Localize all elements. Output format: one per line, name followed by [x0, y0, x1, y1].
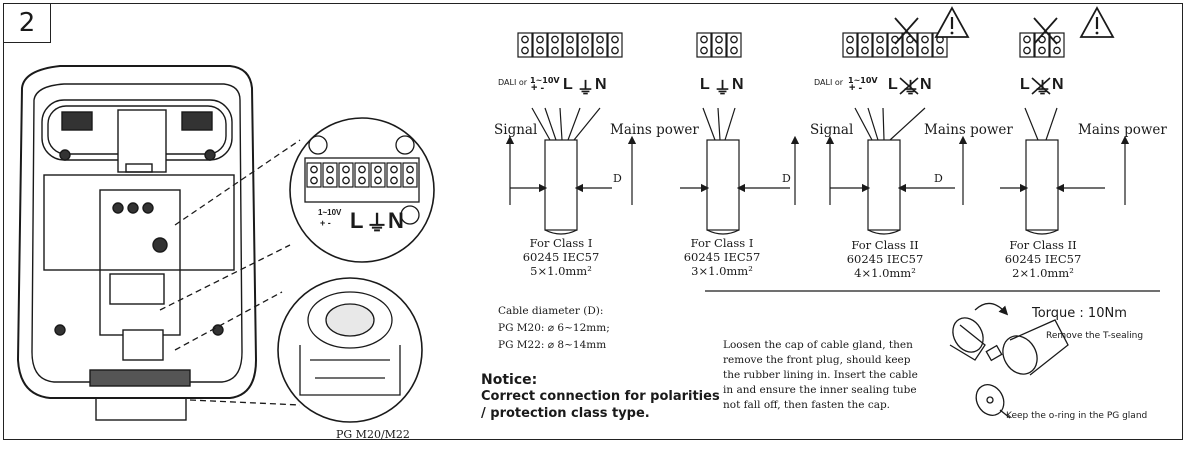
panel4-live-label: L	[1020, 76, 1030, 93]
zoom-polarity-label: + -	[320, 218, 331, 228]
earth-crossed-icon	[899, 77, 919, 95]
panel1-neutral-label: N	[595, 76, 607, 93]
panel1-earth-label: ⏚	[577, 79, 594, 98]
earth-crossed-icon	[1031, 77, 1051, 95]
panel1-polarity-label: + -	[531, 82, 545, 94]
gland-assembly-illustration	[949, 302, 1069, 419]
diagram-frame	[3, 3, 1183, 440]
panel3-d-label: D	[934, 172, 943, 185]
cable-diameter-m20: PG M20: ⌀ 6~12mm;	[498, 322, 610, 334]
gland-label: PG M20/M22	[336, 428, 410, 441]
notice-line-2: / protection class type.	[481, 406, 650, 421]
panel3-signal-label: Signal	[810, 122, 854, 138]
panel3-polarity-label: + -	[849, 82, 863, 94]
panel2-d-label: D	[782, 172, 791, 185]
panel3-dali-label: DALI or	[814, 78, 844, 87]
cable-diameter-title: Cable diameter (D):	[498, 305, 604, 317]
notice-block: Notice: Correct connection for polaritie…	[481, 372, 720, 422]
o-ring-label: Keep the o-ring in the PG gland	[1006, 411, 1148, 421]
zoom-neutral-label: N	[388, 208, 404, 233]
panel1-mains-label: Mains power	[610, 122, 699, 138]
panel4-mains-label: Mains power	[1078, 122, 1167, 138]
warning-icon	[934, 6, 970, 38]
panel-class1-5core-art	[505, 32, 637, 235]
panel1-dali-label: DALI or	[498, 78, 528, 87]
step-number: 2	[3, 3, 51, 43]
zoom-earth-label: ⏚	[366, 211, 389, 236]
panel-class2-2core-art	[1000, 17, 1130, 235]
terminal-zoom-callout	[159, 117, 435, 311]
panel3-live-label: L	[888, 76, 898, 93]
panel2-live-label: L	[700, 76, 710, 93]
gland-zoom-callout	[174, 277, 423, 423]
panel3-neutral-label: N	[920, 76, 932, 93]
panel2-caption: For Class I 60245 IEC57 3×1.0mm²	[683, 236, 761, 278]
panel1-caption: For Class I 60245 IEC57 5×1.0mm²	[522, 236, 600, 278]
panel-class2-4core-art	[825, 17, 968, 235]
luminaire-device	[16, 65, 258, 421]
cable-diameter-m22: PG M22: ⌀ 8~14mm	[498, 339, 607, 351]
instructions-block: Loosen the cap of cable gland, then remo…	[723, 339, 918, 411]
panel1-d-label: D	[613, 172, 622, 185]
notice-heading: Notice:	[481, 372, 538, 388]
notice-line-1: Correct connection for polarities	[481, 389, 720, 404]
panel3-dim-label: 1~10V	[848, 76, 878, 85]
panel2-neutral-label: N	[732, 76, 744, 93]
zoom-dim-label: 1~10V	[318, 208, 342, 217]
panel-class1-3core-art	[680, 32, 800, 235]
t-sealing-label: Remove the T-sealing	[1046, 331, 1144, 341]
panel3-mains-label: Mains power	[924, 122, 1013, 138]
panel1-signal-label: Signal	[494, 122, 538, 138]
panel1-live-label: L	[563, 76, 573, 93]
cable-diameter-block: Cable diameter (D): PG M20: ⌀ 6~12mm; PG…	[498, 304, 610, 353]
torque-label: Torque : 10Nm	[1032, 306, 1127, 321]
panel4-neutral-label: N	[1052, 76, 1064, 93]
panel1-dim-label: 1~10V	[530, 76, 560, 85]
panel2-earth-label: ⏚	[714, 79, 731, 98]
zoom-live-label: L	[350, 208, 364, 233]
warning-icon	[1079, 6, 1115, 38]
panel4-caption: For Class II 60245 IEC57 2×1.0mm²	[1004, 238, 1082, 280]
panel3-caption: For Class II 60245 IEC57 4×1.0mm²	[846, 238, 924, 280]
